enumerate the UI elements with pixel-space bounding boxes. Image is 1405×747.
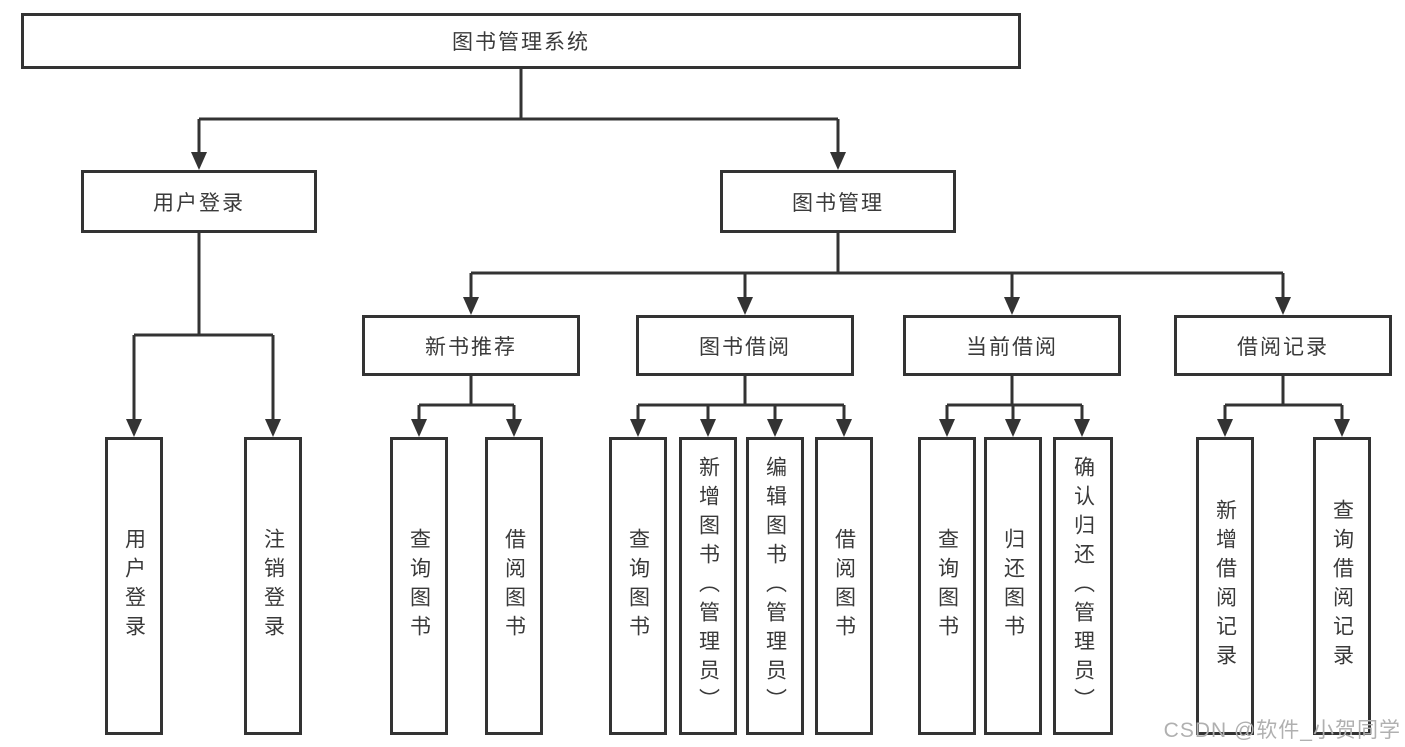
node-leaf-query-borrow-record: 查询借阅记录 bbox=[1313, 437, 1371, 735]
node-leaf-logout: 注销登录 bbox=[244, 437, 302, 735]
node-new-book-recommend: 新书推荐 bbox=[362, 315, 580, 376]
node-leaf-return-book: 归还图书 bbox=[984, 437, 1042, 735]
node-leaf-edit-book-admin: 编辑图书（管理员） bbox=[746, 437, 804, 735]
node-leaf-query-book-2: 查询图书 bbox=[609, 437, 667, 735]
node-leaf-query-book-1: 查询图书 bbox=[390, 437, 448, 735]
node-leaf-add-book-admin: 新增图书（管理员） bbox=[679, 437, 737, 735]
node-system-root: 图书管理系统 bbox=[21, 13, 1021, 69]
node-leaf-confirm-return-admin: 确认归还（管理员） bbox=[1053, 437, 1113, 735]
node-current-borrow: 当前借阅 bbox=[903, 315, 1121, 376]
node-book-borrow: 图书借阅 bbox=[636, 315, 854, 376]
node-book-management-branch: 图书管理 bbox=[720, 170, 956, 233]
node-leaf-add-borrow-record: 新增借阅记录 bbox=[1196, 437, 1254, 735]
node-leaf-borrow-book-2: 借阅图书 bbox=[815, 437, 873, 735]
node-borrow-record: 借阅记录 bbox=[1174, 315, 1392, 376]
watermark: CSDN @软件_小贺同学 bbox=[1163, 719, 1401, 742]
node-leaf-user-login: 用户登录 bbox=[105, 437, 163, 735]
node-leaf-borrow-book-1: 借阅图书 bbox=[485, 437, 543, 735]
node-leaf-query-book-3: 查询图书 bbox=[918, 437, 976, 735]
node-user-login-branch: 用户登录 bbox=[81, 170, 317, 233]
